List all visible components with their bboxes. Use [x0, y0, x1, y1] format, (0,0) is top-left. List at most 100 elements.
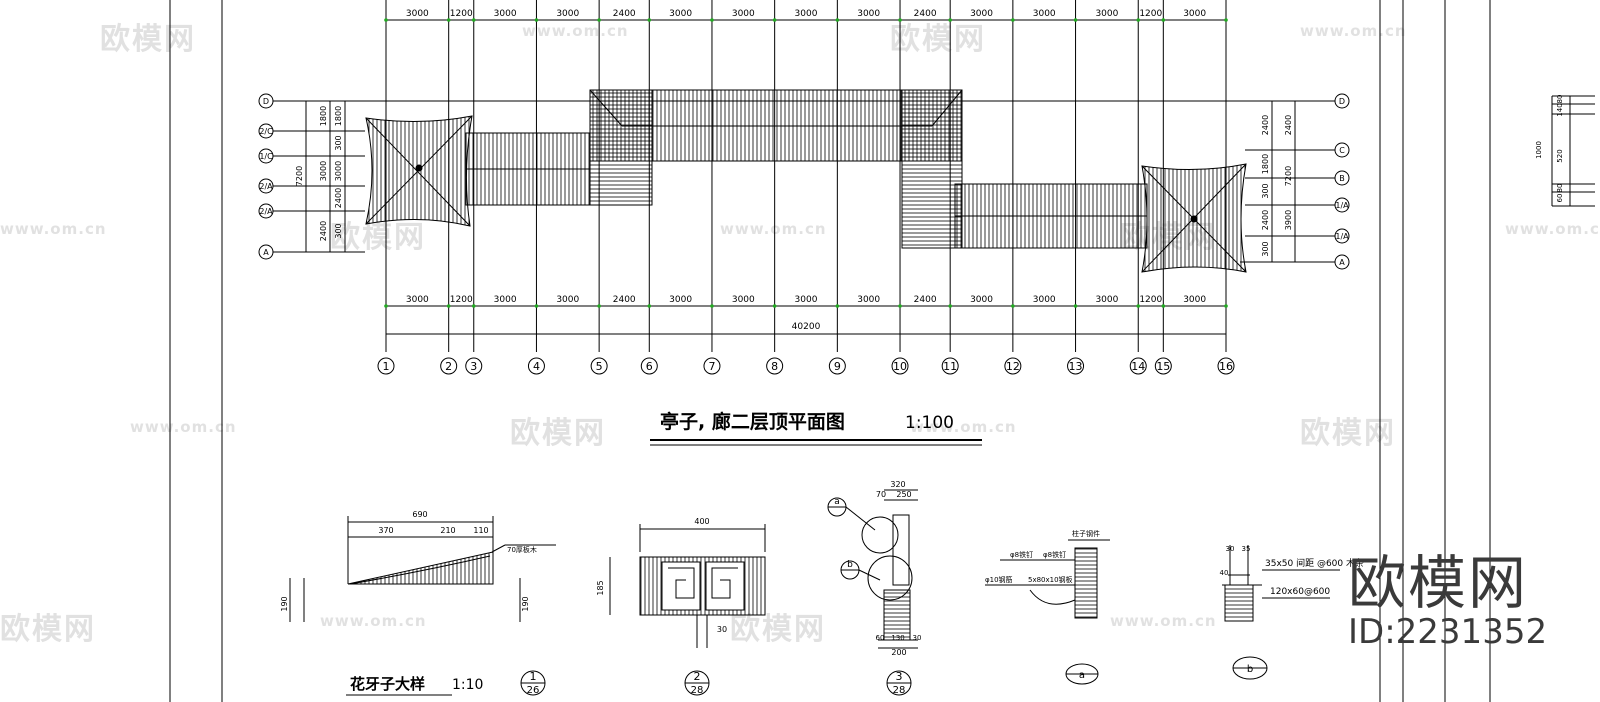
detail-2-dim: 185	[596, 580, 605, 595]
axis-bubble	[440, 357, 458, 375]
bottom-dimension-label: 3000	[406, 295, 429, 305]
dim-tick	[597, 18, 601, 22]
detail-3-dim: 130	[891, 634, 904, 642]
bottom-dimension-label: 2400	[613, 295, 636, 305]
row-bubble	[258, 148, 274, 164]
far-right-dimension-label: 80	[1556, 184, 1564, 193]
axis-bubble	[828, 357, 846, 375]
top-dimension-label: 3000	[494, 9, 517, 19]
detail-3-dim: 320	[890, 480, 905, 489]
axis-bubble	[1129, 357, 1147, 375]
row-label: 2/C	[259, 127, 273, 136]
detail-3-mark-a: a	[834, 497, 840, 507]
bottom-dimension-label: 3000	[795, 295, 818, 305]
axis-label: 14	[1131, 360, 1145, 373]
detail-3-dim: 60	[876, 634, 885, 642]
bottom-dimension-label: 3000	[494, 295, 517, 305]
brand-watermark: 欧模网 ID:2231352	[1348, 536, 1588, 656]
detail-4-note: φ8铁钉	[1043, 550, 1066, 559]
dim-tick	[446, 18, 451, 22]
dim-tick	[384, 18, 388, 22]
left-dimension-label: 3000	[319, 161, 328, 181]
dim-tick	[772, 18, 777, 22]
row-bubble	[258, 203, 274, 219]
dim-tick	[710, 304, 714, 308]
axis-label: 15	[1156, 360, 1170, 373]
left-dimension-label: 1800	[334, 106, 343, 126]
row-label: 1/A	[1335, 232, 1349, 241]
row-label: B	[1339, 174, 1345, 183]
top-dimension-label: 2400	[613, 9, 636, 19]
total-dimension: 40200	[792, 322, 821, 332]
row-label: 1/C	[259, 152, 273, 161]
top-dimension-label: 3000	[970, 9, 993, 19]
detail-5-dim: 30	[1226, 545, 1235, 553]
axis-bubble	[590, 357, 608, 375]
detail-1-dim: 190	[521, 596, 530, 611]
row-bubble	[1334, 170, 1350, 186]
row-label: A	[263, 248, 269, 257]
row-bubble	[258, 93, 274, 109]
row-label: D	[263, 97, 269, 106]
detail-1-dim: 370	[378, 526, 393, 535]
dim-tick	[1011, 18, 1015, 22]
top-dimension-label: 3000	[1033, 9, 1056, 19]
detail-1-dim: 210	[440, 526, 455, 535]
axis-label: 7	[708, 360, 715, 373]
axis-label: 1	[383, 360, 390, 373]
axis-bubble	[465, 357, 483, 375]
roof-plan	[272, 19, 1335, 446]
dim-tick	[1161, 18, 1166, 22]
dim-tick	[772, 304, 777, 308]
right-dimension-label: 1800	[1261, 154, 1270, 174]
dim-tick	[948, 304, 952, 308]
right-dimension-label: 300	[1261, 241, 1270, 256]
detail-3-dim: 30	[913, 634, 922, 642]
detail-3	[827, 489, 918, 696]
dim-tick	[898, 304, 902, 308]
detail-5	[1222, 545, 1340, 680]
detail-3-dim: 70	[876, 490, 886, 499]
top-dimension-label: 3000	[1095, 9, 1118, 19]
detail-1-note: 70厚板木	[507, 545, 537, 554]
detail-3-callout-sheet: 28	[893, 685, 906, 696]
row-bubble	[1334, 228, 1350, 244]
left-dimension-label: 300	[334, 223, 343, 238]
top-dimension-label: 3000	[406, 9, 429, 19]
detail-2-dim: 30	[717, 625, 727, 634]
detail-1-dim: 110	[473, 526, 488, 535]
row-label: D	[1339, 97, 1345, 106]
left-dimension-label: 2400	[319, 221, 328, 241]
row-bubble	[258, 244, 274, 260]
right-dimension-label: 2400	[1261, 115, 1270, 135]
bottom-dimension-label: 3000	[970, 295, 993, 305]
axis-label: 10	[893, 360, 907, 373]
detail-3-callout-num: 3	[896, 670, 903, 683]
right-dimension-label: 7200	[1284, 166, 1293, 186]
axis-label: 5	[596, 360, 603, 373]
dim-tick	[534, 18, 539, 22]
dim-tick	[647, 304, 652, 308]
row-label: C	[1339, 146, 1345, 155]
detail-4	[985, 539, 1110, 685]
row-bubble	[1334, 254, 1350, 270]
detail-3-dim: 250	[896, 490, 911, 499]
axis-label: 16	[1219, 360, 1233, 373]
detail-2-dim: 400	[694, 517, 709, 526]
dim-tick	[597, 304, 601, 308]
row-label: 1/A	[1335, 201, 1349, 210]
dim-tick	[1161, 304, 1166, 308]
axis-label: 3	[470, 360, 477, 373]
detail-2-callout-num: 2	[694, 670, 701, 683]
axis-label: 8	[771, 360, 778, 373]
dim-tick	[1073, 18, 1078, 22]
plan-title: 亭子, 廊二层顶平面图	[660, 410, 845, 433]
axis-bubble	[1004, 357, 1022, 375]
bottom-dimension-label: 3000	[556, 295, 579, 305]
detail-1-title: 花牙子大样	[350, 675, 425, 693]
axis-bubble	[1154, 357, 1172, 375]
row-label: 2/A	[259, 207, 273, 216]
